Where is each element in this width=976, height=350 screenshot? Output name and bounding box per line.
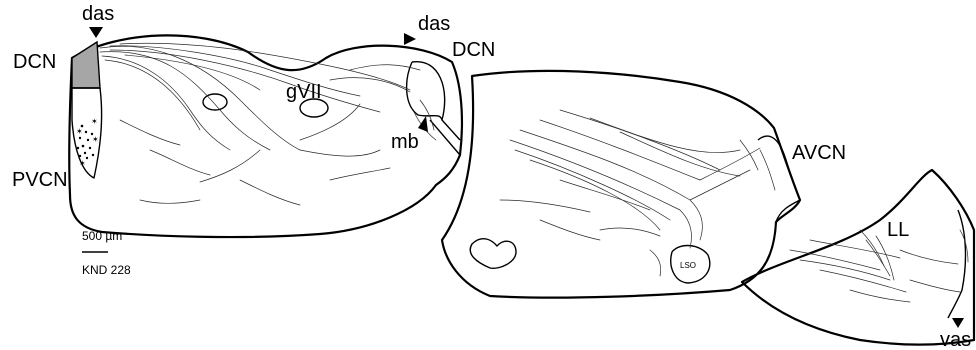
label-dcn-left: DCN bbox=[13, 51, 56, 73]
section-2-outline bbox=[442, 71, 800, 298]
fibers-section-3 bbox=[790, 230, 968, 302]
svg-text:✶: ✶ bbox=[76, 127, 83, 136]
scale-bar-label: 500 µm bbox=[82, 229, 122, 243]
das-arrow-right bbox=[404, 33, 416, 45]
label-mb: mb bbox=[391, 131, 419, 153]
svg-text:✶: ✶ bbox=[92, 135, 99, 144]
scale-bar: 500 µm KND 228 bbox=[82, 229, 131, 277]
label-lso: LSO bbox=[680, 261, 696, 270]
fibers-section-1 bbox=[100, 43, 436, 205]
label-ll: LL bbox=[887, 219, 909, 241]
label-dcn-right: DCN bbox=[452, 39, 495, 61]
mb-arrow bbox=[418, 116, 428, 132]
case-id-label: KND 228 bbox=[82, 263, 131, 277]
label-pvcn: PVCN bbox=[12, 169, 68, 191]
section-1: ✶ ✶ ✶ ✶ bbox=[12, 3, 495, 277]
fibers-section-2 bbox=[500, 110, 775, 276]
dcn-region-left bbox=[72, 42, 100, 88]
label-gvii: gVII bbox=[286, 81, 322, 103]
heart-structure bbox=[470, 239, 516, 269]
section-3-outline bbox=[742, 170, 974, 345]
vas-arrow bbox=[952, 318, 964, 328]
das-arrow-left bbox=[89, 27, 103, 38]
svg-text:✶: ✶ bbox=[91, 117, 98, 126]
pvcn-cells: ✶ ✶ ✶ ✶ bbox=[76, 117, 99, 168]
oval-structure bbox=[203, 94, 227, 110]
section-3: LL vas bbox=[742, 170, 974, 350]
label-vas: vas bbox=[940, 329, 971, 350]
label-avcn: AVCN bbox=[792, 142, 846, 164]
label-das-left: das bbox=[82, 3, 114, 25]
svg-text:✶: ✶ bbox=[79, 159, 86, 168]
label-das-right: das bbox=[418, 13, 450, 35]
